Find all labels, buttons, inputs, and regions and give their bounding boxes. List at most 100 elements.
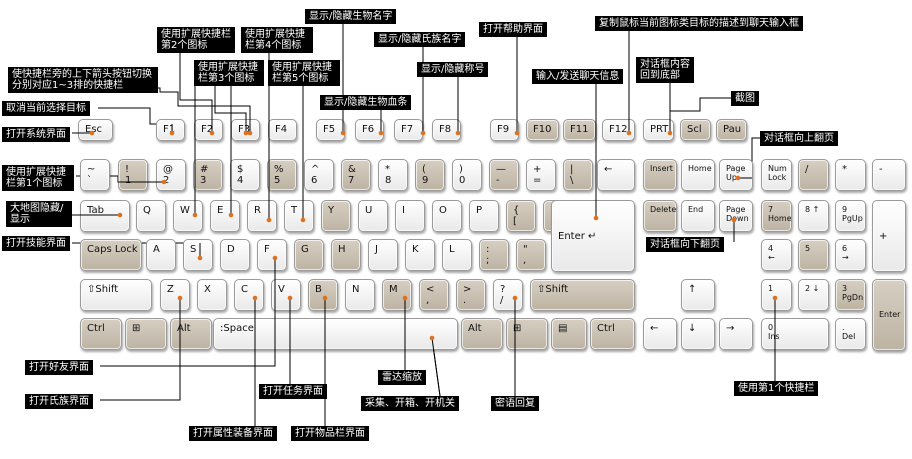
key-menu[interactable]: ▤ (551, 318, 587, 350)
key-esc[interactable]: Esc (78, 119, 113, 141)
key-left[interactable]: ← (643, 318, 677, 350)
key-lalt[interactable]: Alt (170, 318, 212, 350)
key-k[interactable]: K (405, 239, 435, 271)
key-num5[interactable]: 5 (798, 239, 829, 271)
key-f1[interactable]: F1 (156, 119, 185, 141)
key-lshift[interactable]: ⇧Shift (80, 279, 152, 311)
key-f10[interactable]: F10 (526, 119, 559, 141)
key-a[interactable]: A (146, 239, 176, 271)
key-h[interactable]: H (331, 239, 361, 271)
key-k0[interactable]: ) 0 (452, 159, 482, 191)
key-numslash[interactable]: / (798, 159, 829, 191)
key-v[interactable]: V (271, 279, 301, 311)
key-lwin[interactable]: ⊞ (125, 318, 167, 350)
key-f9[interactable]: F9 (490, 119, 519, 141)
key-o[interactable]: O (432, 200, 462, 232)
key-tab[interactable]: Tab (80, 200, 130, 232)
key-num4[interactable]: 4 ← (761, 239, 792, 271)
key-w[interactable]: W (173, 200, 203, 232)
key-lbrace[interactable]: { [ (506, 200, 536, 232)
key-numminus[interactable]: - (872, 159, 906, 191)
key-numdot[interactable]: . Del (835, 318, 866, 350)
key-f11[interactable]: F11 (563, 119, 596, 141)
key-semicolon[interactable]: : ; (479, 239, 509, 271)
key-i[interactable]: I (395, 200, 425, 232)
key-space[interactable]: :Space (213, 318, 458, 350)
key-quote[interactable]: " , (516, 239, 546, 271)
key-j[interactable]: J (368, 239, 398, 271)
key-c[interactable]: C (234, 279, 264, 311)
key-num6[interactable]: 6 → (835, 239, 866, 271)
key-equal[interactable]: + = (526, 159, 556, 191)
key-num3[interactable]: 3 PgDn (835, 279, 866, 311)
key-num2[interactable]: 2 ↓ (798, 279, 829, 311)
key-k4[interactable]: $ 4 (230, 159, 260, 191)
key-pagedown[interactable]: Page Down (719, 200, 753, 232)
key-numstar[interactable]: * (835, 159, 866, 191)
key-k5[interactable]: % 5 (267, 159, 297, 191)
key-rctrl[interactable]: Ctrl (590, 318, 635, 350)
key-n[interactable]: N (345, 279, 375, 311)
key-k8[interactable]: * 8 (378, 159, 408, 191)
key-k3[interactable]: # 3 (193, 159, 223, 191)
key-enter[interactable]: Enter ↵ (551, 200, 635, 272)
key-z[interactable]: Z (160, 279, 190, 311)
key-up[interactable]: ↑ (681, 279, 715, 311)
key-right[interactable]: → (719, 318, 753, 350)
key-numlock[interactable]: Num Lock (761, 159, 792, 191)
key-home[interactable]: Home (681, 159, 715, 191)
key-l[interactable]: L (442, 239, 472, 271)
key-x[interactable]: X (197, 279, 227, 311)
key-minus[interactable]: — - (489, 159, 519, 191)
key-f8[interactable]: F8 (432, 119, 461, 141)
key-k7[interactable]: & 7 (341, 159, 371, 191)
key-f2[interactable]: F2 (194, 119, 223, 141)
key-lctrl[interactable]: Ctrl (80, 318, 122, 350)
key-numenter[interactable]: Enter (872, 279, 906, 351)
key-k1[interactable]: ! 1 (118, 159, 148, 191)
key-r[interactable]: R (247, 200, 277, 232)
key-f[interactable]: F (257, 239, 287, 271)
key-k6[interactable]: ^ 6 (304, 159, 334, 191)
key-g[interactable]: G (294, 239, 324, 271)
key-f7[interactable]: F7 (394, 119, 423, 141)
key-tilde[interactable]: ~ ` (80, 159, 110, 191)
key-rwin[interactable]: ⊞ (506, 318, 548, 350)
key-num9[interactable]: 9 PgUp (835, 200, 866, 232)
key-capslock[interactable]: Caps Lock (80, 239, 142, 271)
key-delete[interactable]: Delete (643, 200, 677, 232)
key-backspace[interactable]: ← (597, 159, 635, 191)
key-pau[interactable]: Pau (716, 119, 747, 141)
key-num7[interactable]: 7 Home (761, 200, 792, 232)
key-f4[interactable]: F4 (268, 119, 297, 141)
key-y[interactable]: Y (321, 200, 351, 232)
key-f12[interactable]: F12 (602, 119, 635, 141)
key-down[interactable]: ↓ (681, 318, 715, 350)
key-rshift[interactable]: ⇧Shift (530, 279, 635, 311)
key-u[interactable]: U (358, 200, 388, 232)
key-b[interactable]: B (308, 279, 338, 311)
key-slash[interactable]: ? / (493, 279, 523, 311)
key-num8[interactable]: 8 ↑ (798, 200, 829, 232)
key-comma[interactable]: < , (419, 279, 449, 311)
key-numplus[interactable]: + (872, 200, 906, 272)
key-period[interactable]: > . (456, 279, 486, 311)
key-insert[interactable]: Insert (643, 159, 677, 191)
key-f6[interactable]: F6 (355, 119, 384, 141)
key-ralt[interactable]: Alt (461, 318, 503, 350)
key-prt[interactable]: PRT (643, 119, 674, 141)
key-f3[interactable]: F3 (231, 119, 260, 141)
key-d[interactable]: D (220, 239, 250, 271)
key-f5[interactable]: F5 (316, 119, 345, 141)
key-end[interactable]: End (681, 200, 715, 232)
key-k9[interactable]: ( 9 (415, 159, 445, 191)
key-scl[interactable]: Scl (680, 119, 711, 141)
key-k2[interactable]: @ 2 (156, 159, 186, 191)
key-q[interactable]: Q (136, 200, 166, 232)
key-s[interactable]: S (183, 239, 213, 271)
key-t[interactable]: T (284, 200, 314, 232)
key-num0[interactable]: 0 Ins (761, 318, 829, 350)
key-pageup[interactable]: Page Up (719, 159, 753, 191)
key-m[interactable]: M (382, 279, 412, 311)
key-num1[interactable]: 1 (761, 279, 792, 311)
